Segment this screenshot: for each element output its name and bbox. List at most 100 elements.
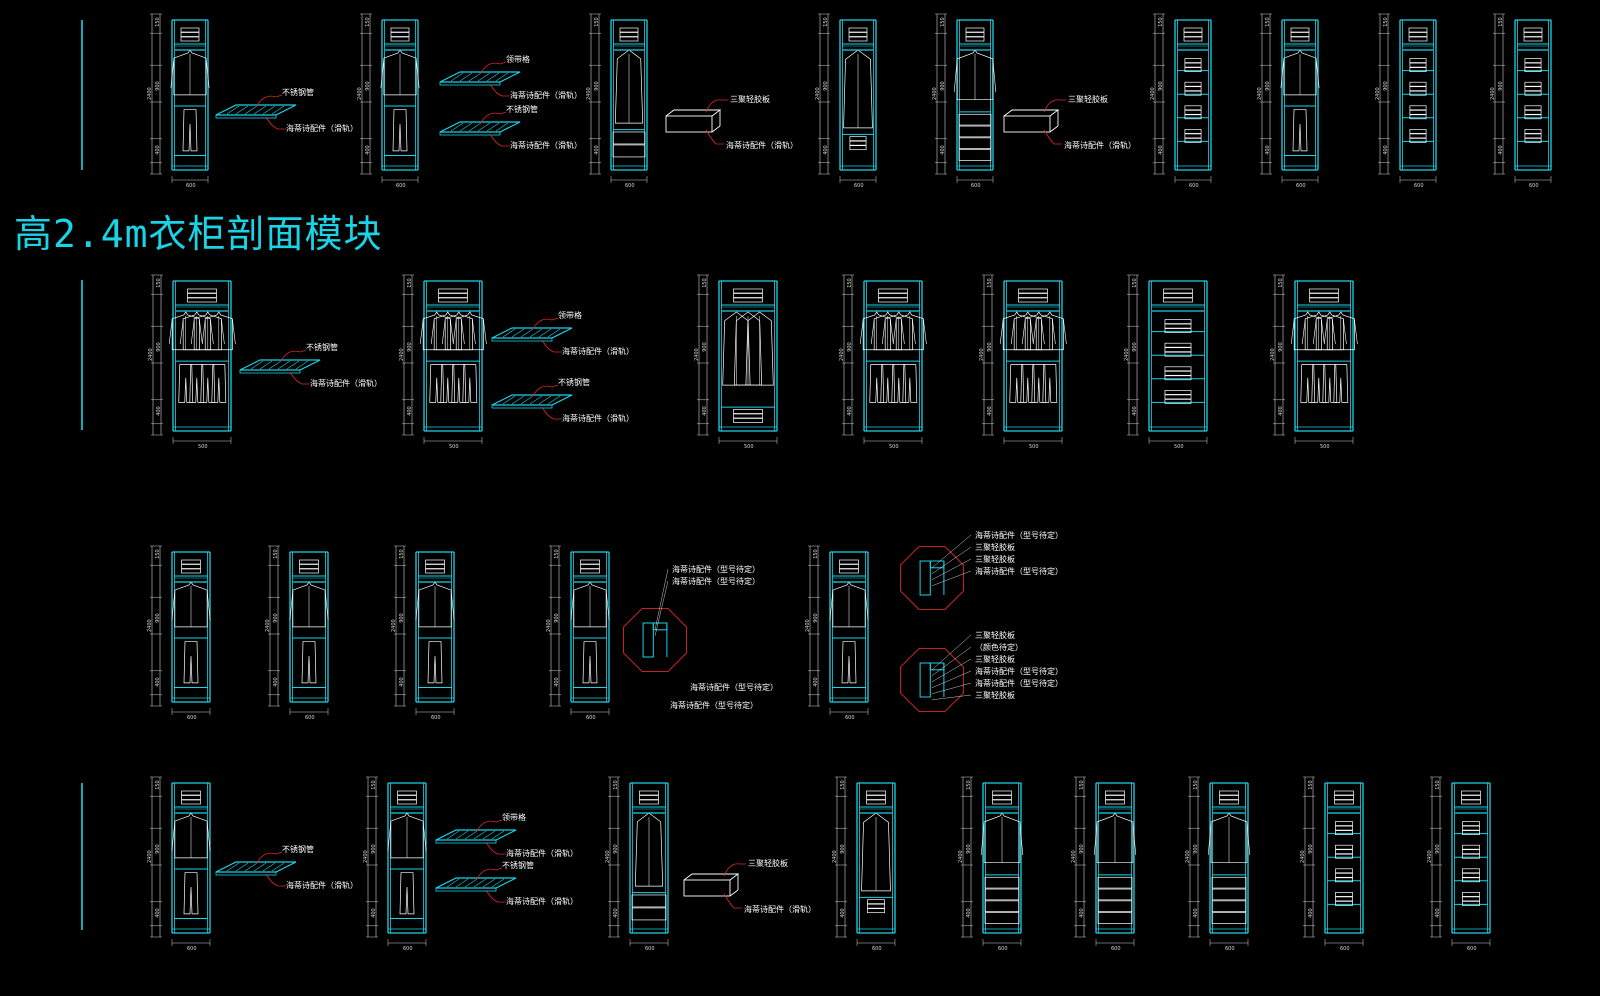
dimension-label: 900 — [155, 613, 161, 623]
annotation-label: 海蒂诗配件（滑轨） — [1064, 140, 1136, 150]
dimension-label: 900 — [155, 81, 161, 91]
tray-grid — [262, 105, 276, 115]
trousers-icon — [880, 364, 896, 403]
tray-grid — [259, 360, 273, 370]
dimension-label: 400 — [594, 145, 600, 155]
annotation-label: 海蒂诗配件（滑轨） — [510, 140, 582, 150]
jacket-sleeve — [171, 590, 176, 621]
folded-clothes-icon — [1163, 288, 1193, 294]
tray-grid — [295, 360, 309, 370]
leader-line — [1043, 99, 1066, 113]
folded-clothes-icon — [425, 564, 445, 569]
folded-clothes-icon — [639, 795, 659, 800]
dimension-label: 900 — [847, 342, 853, 352]
jacket-sleeve — [430, 319, 435, 345]
annotation-leader — [654, 580, 669, 636]
folded-clothes-icon — [733, 413, 763, 419]
dimension-label: 400 — [407, 406, 413, 416]
dimension-width-label: 600 — [625, 183, 635, 189]
folded-clothes-icon — [425, 568, 445, 574]
detail-profile — [642, 622, 654, 658]
leader-line — [723, 863, 746, 877]
dimension-label: 900 — [365, 81, 371, 91]
folded-clothes-icon — [1524, 129, 1542, 134]
folded-clothes-icon — [733, 418, 763, 423]
folded-clothes-icon — [397, 795, 417, 800]
jacket-sleeve — [1280, 58, 1285, 89]
dimension-width-label: 600 — [971, 183, 981, 189]
folded-clothes-icon — [1409, 129, 1427, 134]
tray-grid — [277, 360, 291, 370]
folded-clothes-icon — [1462, 872, 1480, 878]
tray-grid — [464, 830, 478, 840]
folded-clothes-icon — [1462, 821, 1480, 826]
dimension-label: 400 — [155, 677, 161, 687]
folded-clothes-icon — [1105, 790, 1125, 796]
jacket-sleeve — [605, 590, 610, 621]
folded-clothes-icon — [848, 27, 868, 33]
jacket-sleeve — [1032, 319, 1037, 345]
drawer-box-top — [665, 109, 722, 117]
dimension-width-label: 500 — [744, 444, 754, 450]
dimension-height-label: 2400 — [586, 87, 592, 100]
folded-clothes-icon — [639, 790, 659, 796]
dimension-label: 150 — [1265, 17, 1271, 27]
folded-clothes-icon — [1335, 872, 1353, 878]
trousers-icon — [427, 641, 443, 684]
leader-line — [475, 867, 503, 881]
jacket-sleeve — [415, 58, 420, 89]
folded-clothes-icon — [1335, 849, 1353, 855]
jacket-sleeve — [1332, 319, 1336, 345]
tray-grid — [286, 360, 300, 370]
annotation-leader — [931, 694, 972, 700]
dimension-height-label: 2400 — [1257, 87, 1263, 100]
tray-grid — [468, 72, 482, 82]
dimension-label: 150 — [1308, 780, 1314, 790]
drawer-front — [612, 144, 646, 158]
folded-clothes-icon — [1409, 58, 1427, 63]
trousers-icon — [1031, 364, 1047, 403]
tray-grid — [486, 72, 500, 82]
dimension-height-label: 2400 — [147, 87, 153, 100]
annotation-label: 海蒂诗配件（滑轨） — [510, 90, 582, 100]
folded-clothes-icon — [1409, 105, 1427, 111]
folded-clothes-icon — [1164, 370, 1192, 376]
trousers-icon — [211, 364, 227, 403]
folded-clothes-icon — [1219, 799, 1239, 805]
jacket-sleeve — [570, 590, 575, 621]
tray-grid — [262, 862, 276, 872]
dimension-label: 400 — [1193, 908, 1199, 918]
annotation-label: 三聚轻胶板 — [975, 542, 1015, 552]
dimension-height-label: 2400 — [1300, 850, 1306, 863]
drawer-front — [984, 900, 1020, 913]
trousers-icon — [1311, 364, 1327, 403]
folded-clothes-icon — [866, 790, 886, 796]
leader-line — [541, 406, 562, 420]
jacket-sleeve — [221, 319, 225, 345]
folded-clothes-icon — [1164, 342, 1192, 348]
tray-grid — [495, 72, 509, 82]
dimension-height-label: 2400 — [1071, 850, 1077, 863]
tray-grid — [235, 105, 249, 115]
dimension-label: 900 — [1158, 81, 1164, 91]
drawer-front — [958, 113, 992, 126]
drawer-box-edge — [1049, 125, 1059, 133]
dimension-label: 900 — [273, 613, 279, 623]
jacket-sleeve — [912, 319, 916, 345]
tray-grid — [547, 328, 561, 338]
dimension-width-label: 600 — [1111, 946, 1121, 952]
folded-clothes-icon — [1524, 105, 1542, 111]
tray-grid — [226, 105, 240, 115]
trousers-icon — [392, 109, 408, 152]
jacket-sleeve — [1010, 319, 1015, 345]
annotation-leader — [931, 570, 972, 586]
folded-clothes-icon — [992, 795, 1012, 800]
folded-clothes-icon — [1105, 799, 1125, 805]
jacket-sleeve — [1207, 822, 1212, 856]
dimension-label: 900 — [702, 342, 708, 352]
